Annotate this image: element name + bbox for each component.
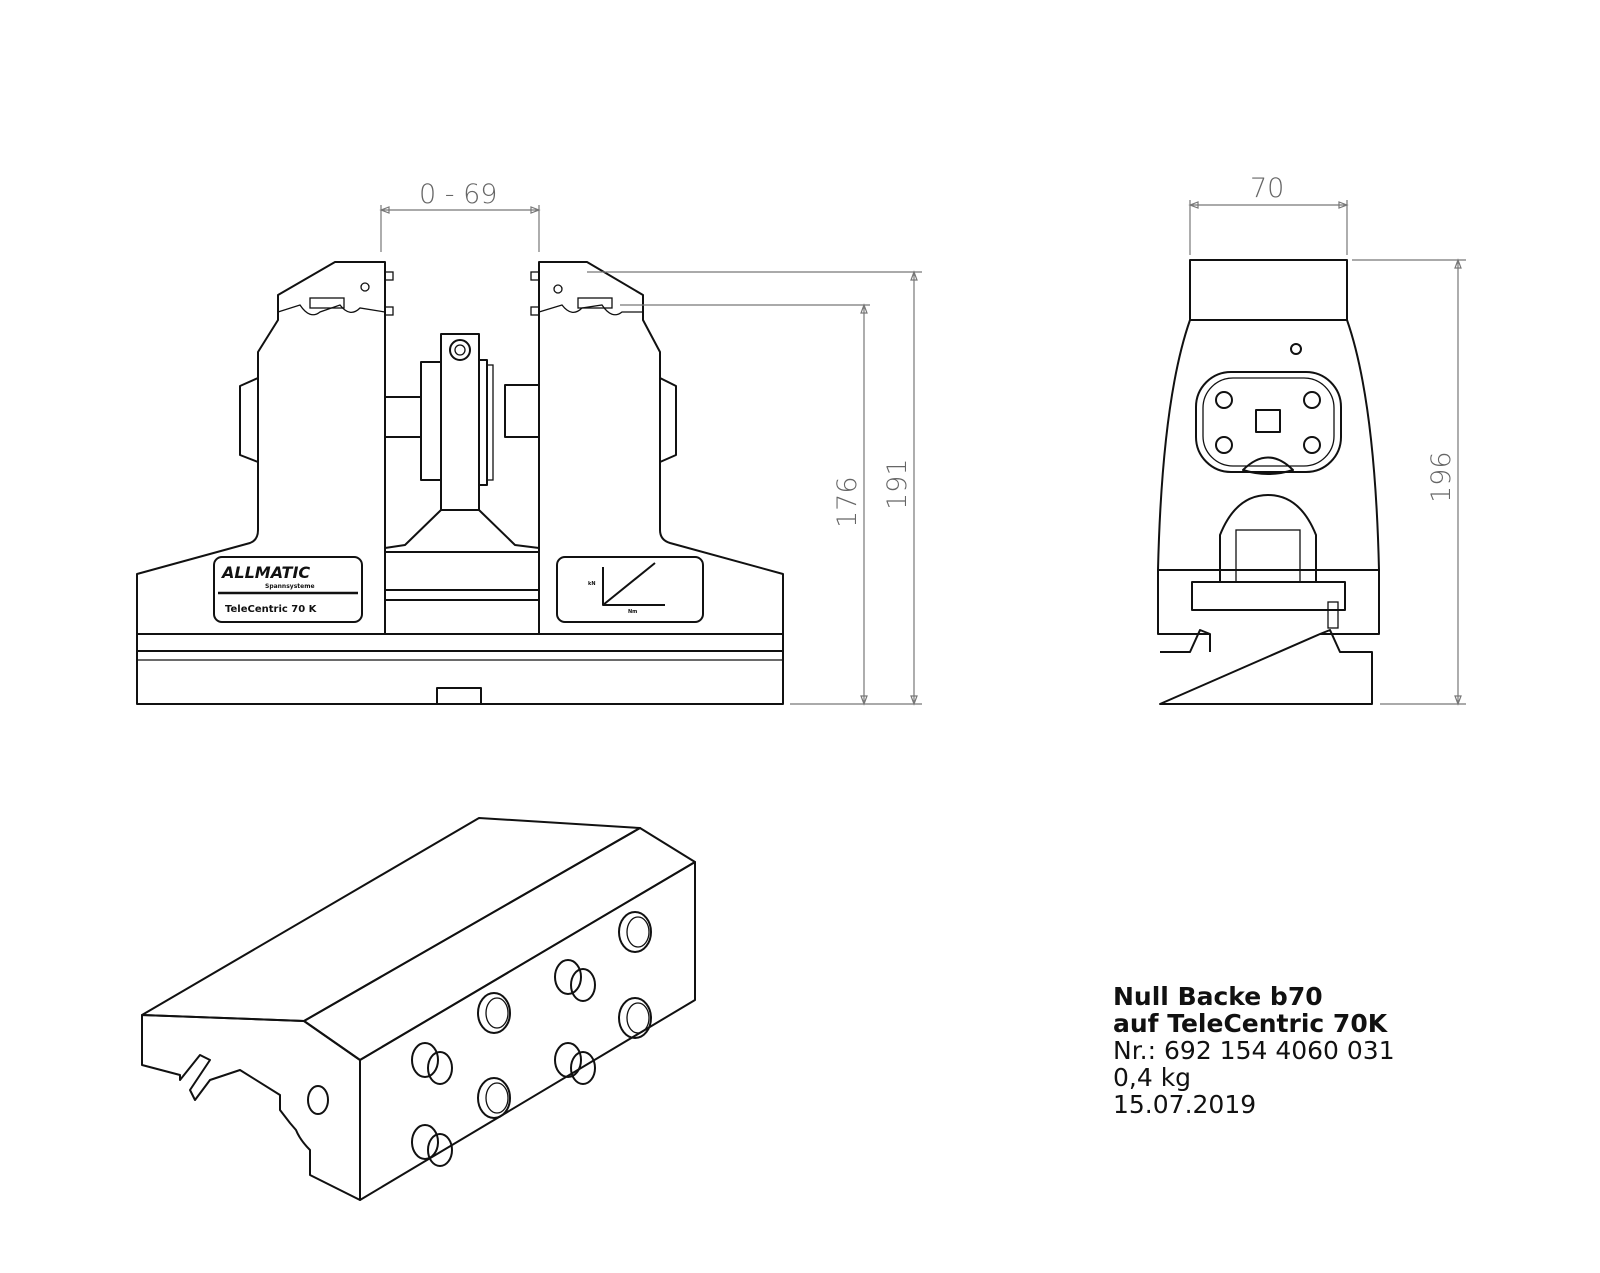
front-view: ALLMATIC Spannsysteme TeleCentric 70 K k… [136, 179, 922, 706]
dim-height-196: 196 [1426, 451, 1457, 503]
dim-jaw-opening: 0 - 69 [419, 179, 497, 210]
graph-x-label: Nm [628, 609, 637, 615]
title-block: Null Backe b70 auf TeleCentric 70K Nr.: … [1113, 983, 1395, 1118]
side-view: 70 196 [1157, 173, 1466, 706]
force-graph-plate [556, 556, 704, 623]
logo-text: ALLMATIC [220, 563, 310, 582]
logo-subtext: Spannsysteme [265, 583, 315, 590]
part-weight: 0,4 kg [1113, 1063, 1192, 1092]
dim-width-70: 70 [1250, 173, 1284, 204]
allmatic-logo-plate [213, 556, 363, 623]
drawing-date: 15.07.2019 [1113, 1090, 1257, 1119]
dim-height-191: 191 [882, 458, 913, 510]
isometric-view [141, 817, 696, 1201]
part-number: Nr.: 692 154 4060 031 [1113, 1036, 1395, 1065]
model-label: TeleCentric 70 K [225, 604, 318, 615]
part-name: Null Backe b70 [1113, 982, 1323, 1011]
dim-height-176: 176 [832, 476, 863, 528]
graph-y-label: kN [588, 581, 596, 587]
part-subtitle: auf TeleCentric 70K [1113, 1009, 1388, 1038]
